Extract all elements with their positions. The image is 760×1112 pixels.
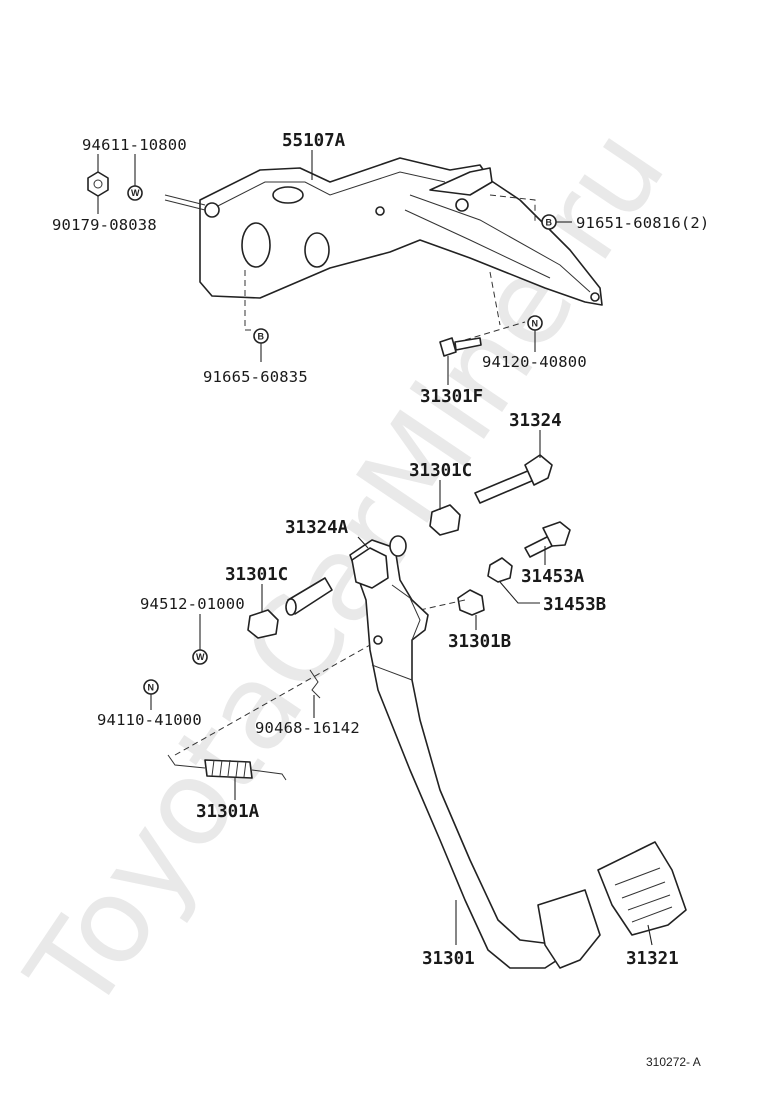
nut-symbol-icon: N [143,679,159,695]
bushing-31301C-lower [247,609,279,639]
label-31453A: 31453A [521,567,585,587]
pedal-pad-31321 [597,841,687,936]
label-91651-60816: 91651-60816(2) [576,214,709,232]
svg-text:N: N [148,683,155,693]
label-31321: 31321 [626,949,679,969]
diagram-code: 310272- A [646,1055,701,1069]
svg-text:B: B [546,218,553,228]
washer-symbol-icon: W [127,185,143,201]
return-spring-31301A [167,754,287,781]
label-31324: 31324 [509,411,562,431]
cushion-31453A [524,521,571,558]
pedal-pad-on-arm [537,889,601,969]
svg-text:W: W [131,188,140,198]
svg-text:B: B [258,332,265,342]
clip-90468-16142 [309,669,321,699]
nut-symbol-icon: N [527,315,543,331]
label-31301F: 31301F [420,387,483,407]
label-91665-60835: 91665-60835 [203,368,308,386]
label-31324A: 31324A [285,518,349,538]
label-31301A: 31301A [196,802,260,822]
pedal-bracket [164,157,603,306]
label-31301C-lower: 31301C [225,565,288,585]
label-31301: 31301 [422,949,475,969]
label-94512-01000: 94512-01000 [140,595,245,613]
label-90179-08038: 90179-08038 [52,216,157,234]
bushing-31301C-upper [429,504,461,536]
label-31301C-upper: 31301C [409,461,472,481]
label-55107A: 55107A [282,131,346,151]
nut-90179-08038 [87,171,109,197]
pivot-bolt-31324 [474,454,553,504]
collar-31324A [285,577,333,616]
bolt-symbol-icon: B [253,328,269,344]
svg-text:N: N [532,319,539,329]
pedal-arm-31301 [349,535,566,969]
svg-text:W: W [196,652,205,662]
label-90468-16142: 90468-16142 [255,719,360,737]
cushion-31453B [487,557,513,583]
bolt-symbol-icon: B [541,214,557,230]
label-31301B: 31301B [448,632,511,652]
label-94110-41000: 94110-41000 [97,711,202,729]
washer-symbol-icon: W [192,649,208,665]
pedal-cushion-31301B [457,589,485,616]
label-31453B: 31453B [543,595,606,615]
stopper-bolt-31301F [439,337,482,357]
label-94120-40800: 94120-40800 [482,353,587,371]
label-94611-10800: 94611-10800 [82,136,187,154]
